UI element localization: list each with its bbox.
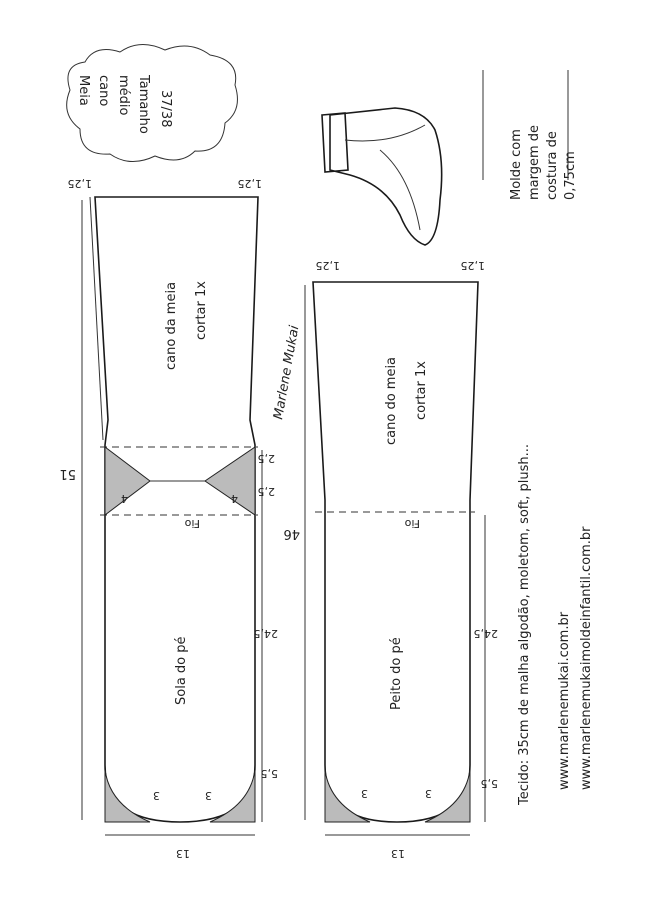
note-line-1: Molde com — [509, 129, 524, 200]
note-line-2: margem de — [527, 125, 542, 200]
left-length: 51 — [59, 466, 76, 481]
left-foot-label: Sola do pé — [174, 636, 189, 705]
right-curve-left: 3 — [361, 787, 368, 800]
left-curve-right: 3 — [205, 789, 212, 802]
website-1[interactable]: www.marlenemukai.com.br — [557, 611, 572, 790]
left-label-2: cortar 1x — [194, 281, 209, 340]
right-label-2: cortar 1x — [414, 361, 429, 420]
right-top-margin-left: 1,25 — [316, 259, 341, 272]
right-label-1: cano do meia — [384, 357, 399, 445]
left-top-margin-right: 1,25 — [238, 177, 263, 190]
title-cloud: Meia cano médio Tamanho 37/38 — [66, 44, 238, 162]
seam-allowance-note: Molde com margem de costura de 0,75cm — [509, 125, 578, 200]
title-line-5: 37/38 — [158, 90, 173, 127]
right-length: 46 — [283, 526, 300, 541]
left-foot-length: 24,5 — [254, 627, 279, 640]
note-line-3: costura de — [545, 131, 560, 200]
right-grain: Fio — [404, 517, 420, 530]
left-toe: 5,5 — [261, 767, 279, 780]
note-line-4: 0,75cm — [563, 151, 578, 200]
title-line-2: cano — [96, 75, 111, 106]
left-grain: Fio — [184, 517, 200, 530]
right-toe: 5,5 — [481, 777, 499, 790]
left-curve-left: 3 — [153, 789, 160, 802]
website-2[interactable]: www.marlenemukaimoldeinfantil.com.br — [579, 526, 594, 790]
left-heel-b: 2,5 — [258, 485, 276, 498]
right-top-margin-right: 1,25 — [461, 259, 486, 272]
left-heel-a: 2,5 — [258, 452, 276, 465]
left-heel-right: 4 — [231, 492, 238, 505]
fabric-note: Tecido: 35cm de malha algodão, moletom, … — [517, 444, 532, 806]
right-foot-length: 24,5 — [474, 627, 499, 640]
title-line-4: Tamanho — [136, 74, 151, 134]
left-top-margin-left: 1,25 — [68, 177, 93, 190]
right-pattern-piece: 1,25 1,25 cano do meia cortar 1x 46 Fio … — [283, 259, 498, 860]
sock-illustration — [321, 107, 443, 246]
left-heel-left: 4 — [121, 492, 128, 505]
left-label-1: cano da meia — [164, 282, 179, 370]
title-line-1: Meia — [76, 75, 91, 106]
title-line-3: médio — [116, 75, 131, 116]
right-width: 13 — [391, 847, 405, 860]
left-pattern-piece: 1,25 1,25 cano da meia cortar 1x 51 2,5 … — [59, 177, 278, 860]
signature: Marlene Mukai — [271, 324, 302, 421]
left-width: 13 — [176, 847, 190, 860]
right-curve-right: 3 — [425, 787, 432, 800]
right-foot-label: Peito do pé — [389, 637, 404, 710]
